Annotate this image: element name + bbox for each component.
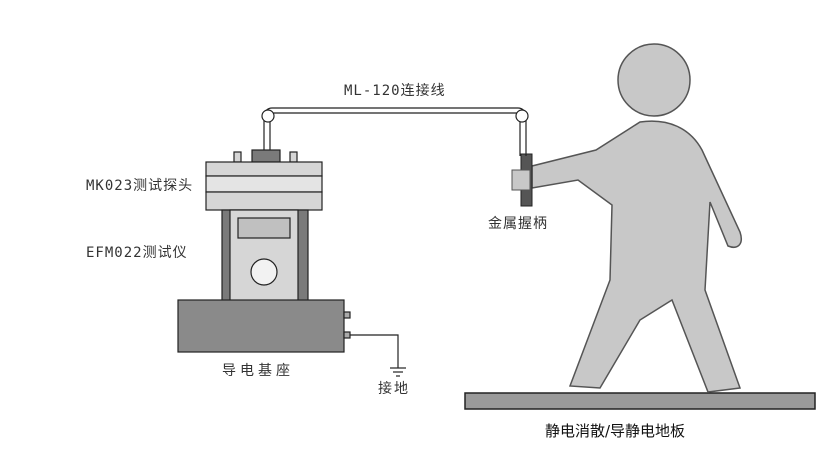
floor-label: 静电消散/导静电地板 — [545, 422, 686, 440]
floor-slab — [464, 392, 816, 410]
pulley-icon — [261, 109, 275, 123]
conductive-base — [177, 299, 351, 353]
cable-label: ML-120连接线 — [344, 83, 446, 99]
meter-label: EFM022测试仪 — [86, 245, 188, 261]
handle-label: 金属握柄 — [488, 216, 548, 232]
ml120-cable — [263, 107, 527, 156]
pulley-icon — [515, 109, 529, 123]
mk023-probe — [205, 149, 323, 211]
walking-person-icon — [531, 43, 742, 393]
ground-label: 接地 — [378, 381, 410, 397]
base-label: 导电基座 — [222, 363, 294, 379]
efm022-meter — [221, 209, 309, 303]
ground-symbol-icon — [350, 334, 406, 377]
knob-icon — [250, 258, 278, 286]
probe-label: MK023测试探头 — [86, 178, 194, 194]
metal-handle — [511, 153, 533, 207]
